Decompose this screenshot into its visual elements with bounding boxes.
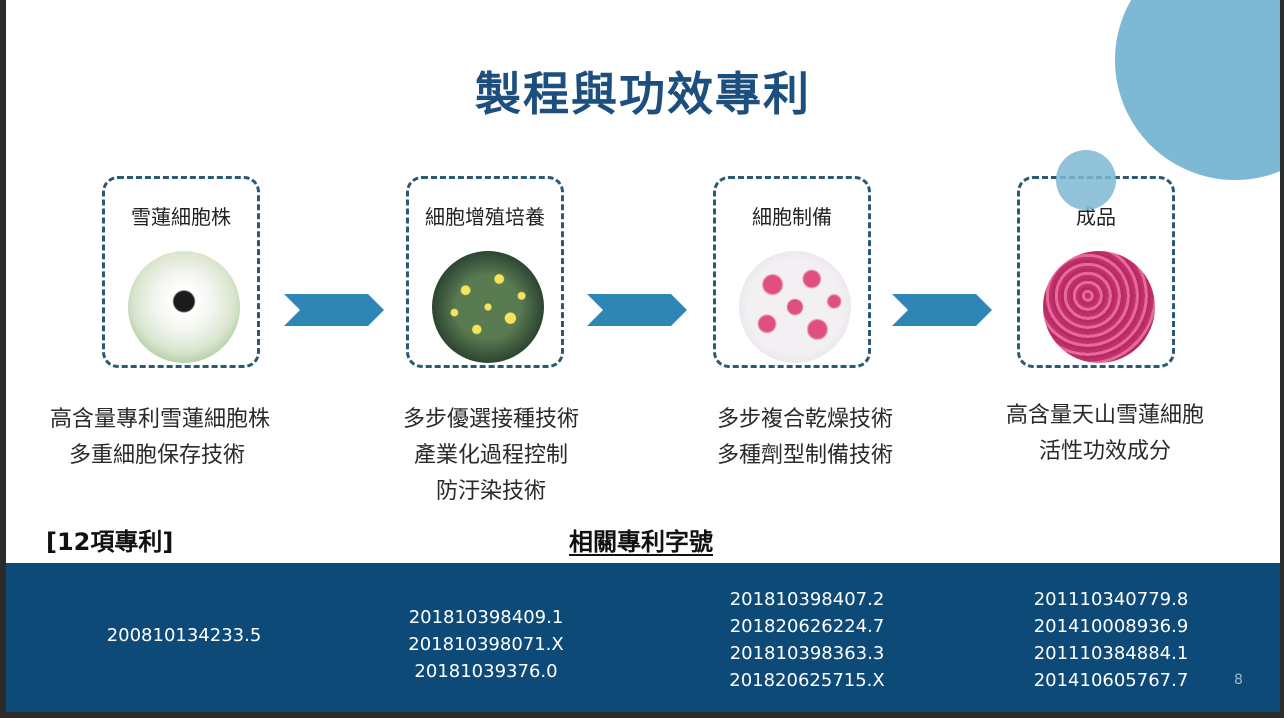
patent-number: 201410605767.7: [1033, 670, 1189, 691]
description-line: 多重細胞保存技術: [68, 443, 245, 468]
patent-column-3: 201810398407.2 201820626224.7 2018103983…: [702, 586, 912, 694]
chevron-arrow-icon: [587, 294, 687, 326]
patent-number: 201810398409.1: [408, 607, 564, 628]
patent-number: 201820625715.X: [729, 670, 885, 691]
patent-column-2: 201810398409.1 201810398071.X 2018103937…: [386, 604, 586, 685]
description-line: 活性功效成分: [1038, 439, 1171, 464]
stage-box-2: 細胞增殖培養: [406, 176, 564, 368]
patent-count-label: [12項專利]: [46, 528, 174, 556]
description-line: 產業化過程控制: [413, 443, 568, 468]
description-line: 多步複合乾燥技術: [716, 407, 893, 432]
patent-number-band: 200810134233.5 201810398409.1 2018103980…: [6, 563, 1280, 712]
stage-description-2: 多步優選接種技術 產業化過程控制 防汙染技術: [384, 402, 598, 510]
patent-number: 201110384884.1: [1033, 643, 1189, 664]
patent-number: 201110340779.8: [1033, 589, 1189, 610]
page-number: 8: [1234, 672, 1243, 688]
slide: 製程與功效專利 雪蓮細胞株 細胞增殖培養 細胞制備 成品 高含量專利雪蓮細胞株 …: [6, 0, 1280, 712]
stage-box-1: 雪蓮細胞株: [102, 176, 260, 368]
description-line: 高含量天山雪蓮細胞: [1005, 403, 1204, 428]
stage-box-4: 成品: [1017, 176, 1175, 368]
patent-column-4: 201110340779.8 201410008936.9 2011103848…: [1006, 586, 1216, 694]
patent-number: 201820626224.7: [729, 616, 885, 637]
finished-product-image: [1043, 251, 1155, 363]
stage-label: 細胞增殖培養: [425, 205, 545, 229]
related-patents-heading: 相關專利字號: [569, 528, 713, 556]
snow-lotus-image: [128, 251, 240, 363]
patent-number: 201810398363.3: [729, 643, 885, 664]
chevron-arrow-icon: [284, 294, 384, 326]
chevron-arrow-icon: [892, 294, 992, 326]
description-line: 防汙染技術: [435, 479, 546, 504]
stage-description-1: 高含量專利雪蓮細胞株 多重細胞保存技術: [50, 402, 271, 474]
stage-description-4: 高含量天山雪蓮細胞 活性功效成分: [994, 398, 1216, 470]
patent-number: 201810398407.2: [729, 589, 885, 610]
patent-number: 20181039376.0: [414, 661, 558, 682]
stage-label: 雪蓮細胞株: [131, 205, 231, 229]
stage-box-3: 細胞制備: [713, 176, 871, 368]
decorative-circle-small: [1056, 150, 1116, 210]
cell-culture-image: [432, 251, 544, 363]
cell-preparation-image: [739, 251, 851, 363]
stage-label: 細胞制備: [752, 205, 832, 229]
patent-number: 201410008936.9: [1033, 616, 1189, 637]
stage-description-3: 多步複合乾燥技術 多種劑型制備技術: [698, 402, 912, 474]
patent-number: 200810134233.5: [106, 625, 262, 646]
description-line: 多步優選接種技術: [402, 407, 579, 432]
slide-title: 製程與功效專利: [475, 67, 811, 121]
patent-number: 201810398071.X: [408, 634, 564, 655]
description-line: 多種劑型制備技術: [716, 443, 893, 468]
description-line: 高含量專利雪蓮細胞株: [50, 407, 271, 432]
patent-column-1: 200810134233.5: [84, 622, 284, 649]
